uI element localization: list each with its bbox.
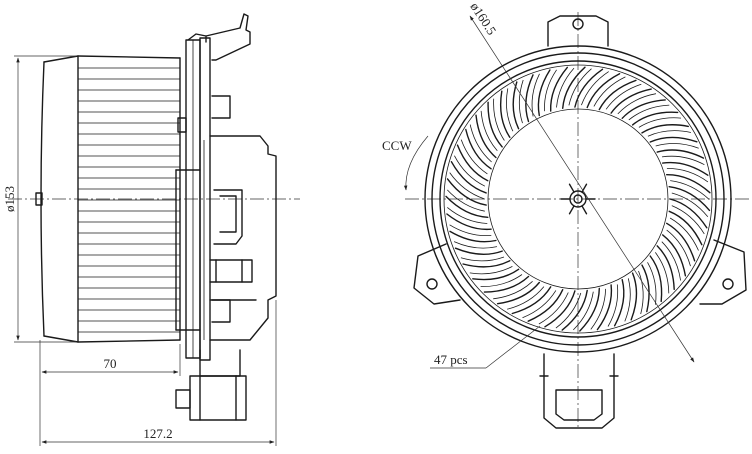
fan-blade xyxy=(613,279,625,327)
connector-front xyxy=(539,353,619,429)
fan-blade-edge xyxy=(568,68,592,106)
right-mount-ear xyxy=(699,239,747,305)
fan-blade-edge xyxy=(670,180,710,200)
fan-blade-edge xyxy=(647,130,691,137)
fan-blade xyxy=(472,268,520,281)
fan-blade xyxy=(512,81,520,130)
fan-blade xyxy=(449,230,497,243)
fan-blade-edge xyxy=(506,88,514,132)
fan-blade-edge xyxy=(449,172,485,200)
fan-blade-edge xyxy=(460,256,505,262)
fan-blade xyxy=(610,88,652,114)
blower-wheel-side xyxy=(35,55,181,343)
hub-spoke xyxy=(568,205,575,215)
fan-blade-edge xyxy=(453,241,498,249)
fan-blade-edge xyxy=(617,93,657,115)
dimension-length-127: 127.2 xyxy=(41,300,277,446)
front-diameter-label: ø160.5 xyxy=(467,0,499,38)
side-length-label: 127.2 xyxy=(143,426,172,441)
fan-blade-edge xyxy=(671,205,705,235)
fan-blade-edge xyxy=(605,83,642,110)
fan-blade xyxy=(662,234,687,277)
motor-housing xyxy=(175,135,277,341)
fan-blade xyxy=(475,114,497,159)
mounting-flange xyxy=(177,13,251,361)
dimension-diameter-153: ø153 xyxy=(2,55,76,343)
fan-blade xyxy=(462,260,511,268)
fan-blade-edge xyxy=(469,124,492,163)
fan-blade-edge xyxy=(493,281,533,300)
fan-blade-edge xyxy=(666,229,691,267)
fan-blade-edge xyxy=(573,291,594,331)
fan-blade-edge xyxy=(447,207,488,224)
fan-blade-edge xyxy=(555,292,582,329)
fan-blade xyxy=(499,90,511,138)
left-mount-ear xyxy=(413,243,461,305)
fan-blade-edge xyxy=(581,71,609,106)
fan-blade-edge xyxy=(624,278,631,322)
fan-blade xyxy=(525,74,534,123)
fan-blade xyxy=(446,178,487,206)
side-depth-label: 70 xyxy=(104,356,117,371)
fan-blade xyxy=(630,272,638,321)
front-view: ø160.5 CCW 47 pcs xyxy=(382,0,752,430)
fan-blade-edge xyxy=(671,192,709,218)
fan-blade-edge xyxy=(522,290,557,319)
fan-blade-edge xyxy=(556,67,575,108)
connector-side xyxy=(175,349,247,421)
fan-blade-edge xyxy=(518,79,524,124)
blade-count-callout: 47 pcs xyxy=(430,325,541,369)
fan-blade xyxy=(631,111,679,126)
fan-blade xyxy=(621,99,666,119)
dimension-depth-70: 70 xyxy=(39,340,181,446)
fan-blade xyxy=(445,195,489,218)
fan-blade-edge xyxy=(447,189,485,212)
fan-blade xyxy=(666,173,711,194)
fan-blade-edge xyxy=(669,217,699,251)
hub-spoke xyxy=(568,183,575,193)
fan-blade xyxy=(549,66,568,112)
fan-blade xyxy=(656,245,675,291)
hub-spoke xyxy=(581,183,588,193)
fan-blade xyxy=(579,287,600,332)
fan-blade xyxy=(669,198,708,229)
fan-blade-edge xyxy=(469,266,513,275)
rotation-label: CCW xyxy=(382,138,412,153)
fan-blade-edge xyxy=(507,286,545,310)
fan-blade-edge xyxy=(655,143,699,149)
side-view: ø153 70 127.2 xyxy=(2,13,300,446)
fan-blade xyxy=(662,161,709,176)
rotation-indicator: CCW xyxy=(382,135,429,191)
fan-blade xyxy=(454,247,503,255)
fan-blade xyxy=(562,66,586,109)
fan-blade xyxy=(496,281,540,305)
blade-count-label: 47 pcs xyxy=(434,352,468,367)
fan-blade-edge xyxy=(661,241,681,281)
fan-blade-edge xyxy=(460,139,488,175)
side-diameter-label: ø153 xyxy=(2,186,17,212)
fan-blade xyxy=(649,136,698,143)
hub-spoke xyxy=(581,205,588,215)
fan-blade xyxy=(574,68,604,108)
